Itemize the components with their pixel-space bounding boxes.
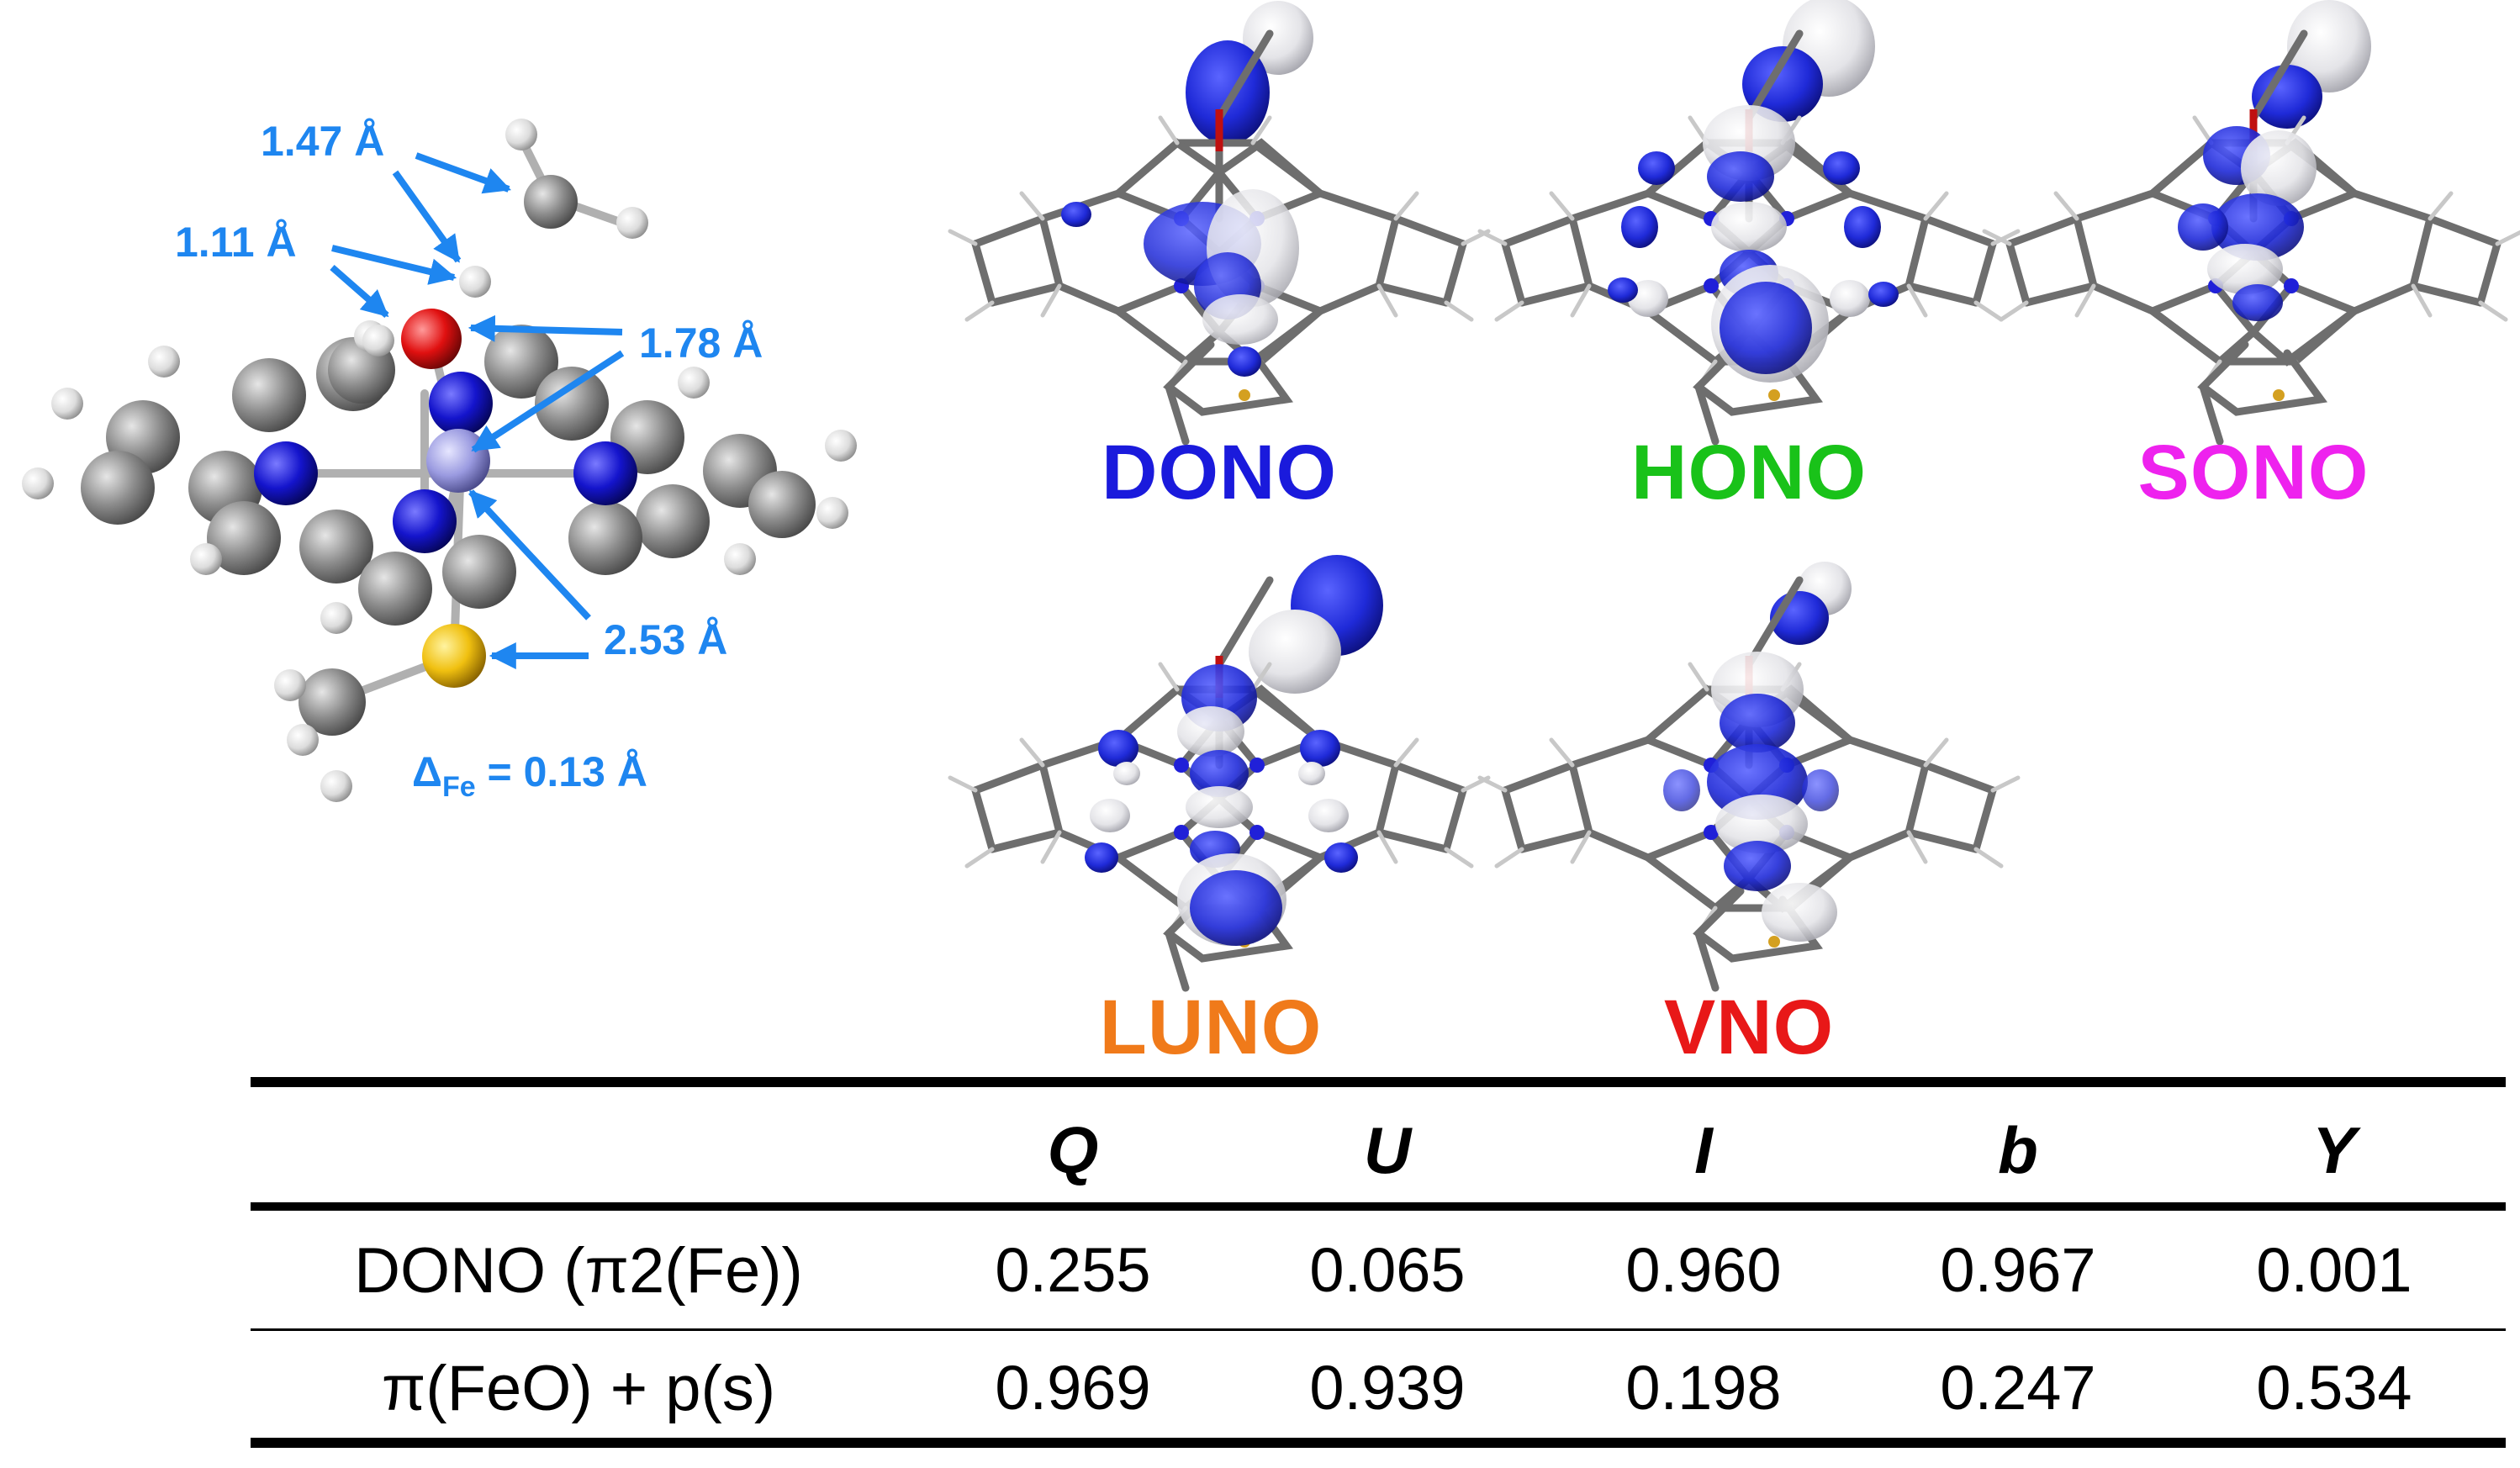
table-header-rule bbox=[251, 1202, 2506, 1211]
header-y: Y bbox=[2311, 1113, 2357, 1187]
methyl-group bbox=[274, 668, 366, 802]
orbital-label-luno: LUNO bbox=[1099, 985, 1323, 1070]
orbital-label-hono: HONO bbox=[1631, 430, 1867, 515]
row-label-pi-feo: π(FeO) + p(s) bbox=[381, 1353, 776, 1424]
orbital-panel-hono bbox=[1480, 0, 2018, 441]
porphyrin-carbons bbox=[81, 325, 816, 626]
cell-q: 0.255 bbox=[995, 1235, 1151, 1305]
orbital-panel-vno bbox=[1480, 562, 2018, 988]
ethylene-group bbox=[362, 119, 648, 356]
orbital-label-vno: VNO bbox=[1663, 985, 1835, 1070]
cell-q: 0.969 bbox=[995, 1353, 1151, 1423]
table-row: DONO (π2(Fe)) 0.255 0.065 0.960 0.967 0.… bbox=[251, 1234, 2506, 1307]
cell-b: 0.247 bbox=[1940, 1353, 2096, 1423]
oxygen-atom bbox=[401, 309, 462, 369]
results-table: Q U I b Y DONO (π2(Fe)) 0.255 0.065 0.96… bbox=[251, 1079, 2506, 1447]
delta-fe-label: ΔFe = 0.13 Å bbox=[412, 748, 647, 803]
cell-u: 0.939 bbox=[1309, 1353, 1466, 1423]
header-i: I bbox=[1694, 1113, 1713, 1187]
porphyrin-nitrogens bbox=[254, 372, 637, 553]
orbital-panel-sono bbox=[1984, 0, 2520, 441]
porphyrin-hydrogens bbox=[22, 320, 857, 634]
table-header-row: Q U I b Y bbox=[251, 1112, 2506, 1187]
distance-label-253: 2.53 Å bbox=[604, 616, 727, 663]
cell-y: 0.534 bbox=[2256, 1353, 2412, 1423]
row-label-dono: DONO (π2(Fe)) bbox=[354, 1235, 803, 1307]
cell-b: 0.967 bbox=[1940, 1235, 2096, 1305]
orbital-panel-dono bbox=[950, 1, 1488, 441]
cell-i: 0.960 bbox=[1625, 1235, 1782, 1305]
cell-y: 0.001 bbox=[2256, 1235, 2412, 1305]
table-row: π(FeO) + p(s) 0.969 0.939 0.198 0.247 0.… bbox=[251, 1352, 2506, 1424]
distance-label-111: 1.11 Å bbox=[175, 219, 297, 266]
table-row-rule bbox=[251, 1328, 2506, 1331]
table-top-rule bbox=[251, 1077, 2506, 1087]
orbital-label-dono: DONO bbox=[1102, 430, 1337, 515]
table-bottom-rule bbox=[251, 1438, 2506, 1448]
header-q: Q bbox=[1047, 1113, 1099, 1187]
molecular-structure: 1.47 Å 1.11 Å 1.78 Å 2.53 Å ΔFe = 0.13 Å bbox=[22, 118, 857, 803]
orbital-panel-luno bbox=[950, 555, 1488, 988]
distance-label-147: 1.47 Å bbox=[261, 118, 384, 165]
cell-u: 0.065 bbox=[1309, 1235, 1466, 1305]
cell-i: 0.198 bbox=[1625, 1353, 1782, 1423]
header-b: b bbox=[1998, 1113, 2038, 1187]
sulfur-atom bbox=[422, 624, 486, 688]
distance-label-178: 1.78 Å bbox=[639, 319, 763, 367]
header-u: U bbox=[1363, 1113, 1412, 1187]
iron-atom bbox=[426, 429, 490, 493]
orbital-label-sono: SONO bbox=[2137, 430, 2369, 515]
annotation-arrows bbox=[330, 152, 625, 669]
